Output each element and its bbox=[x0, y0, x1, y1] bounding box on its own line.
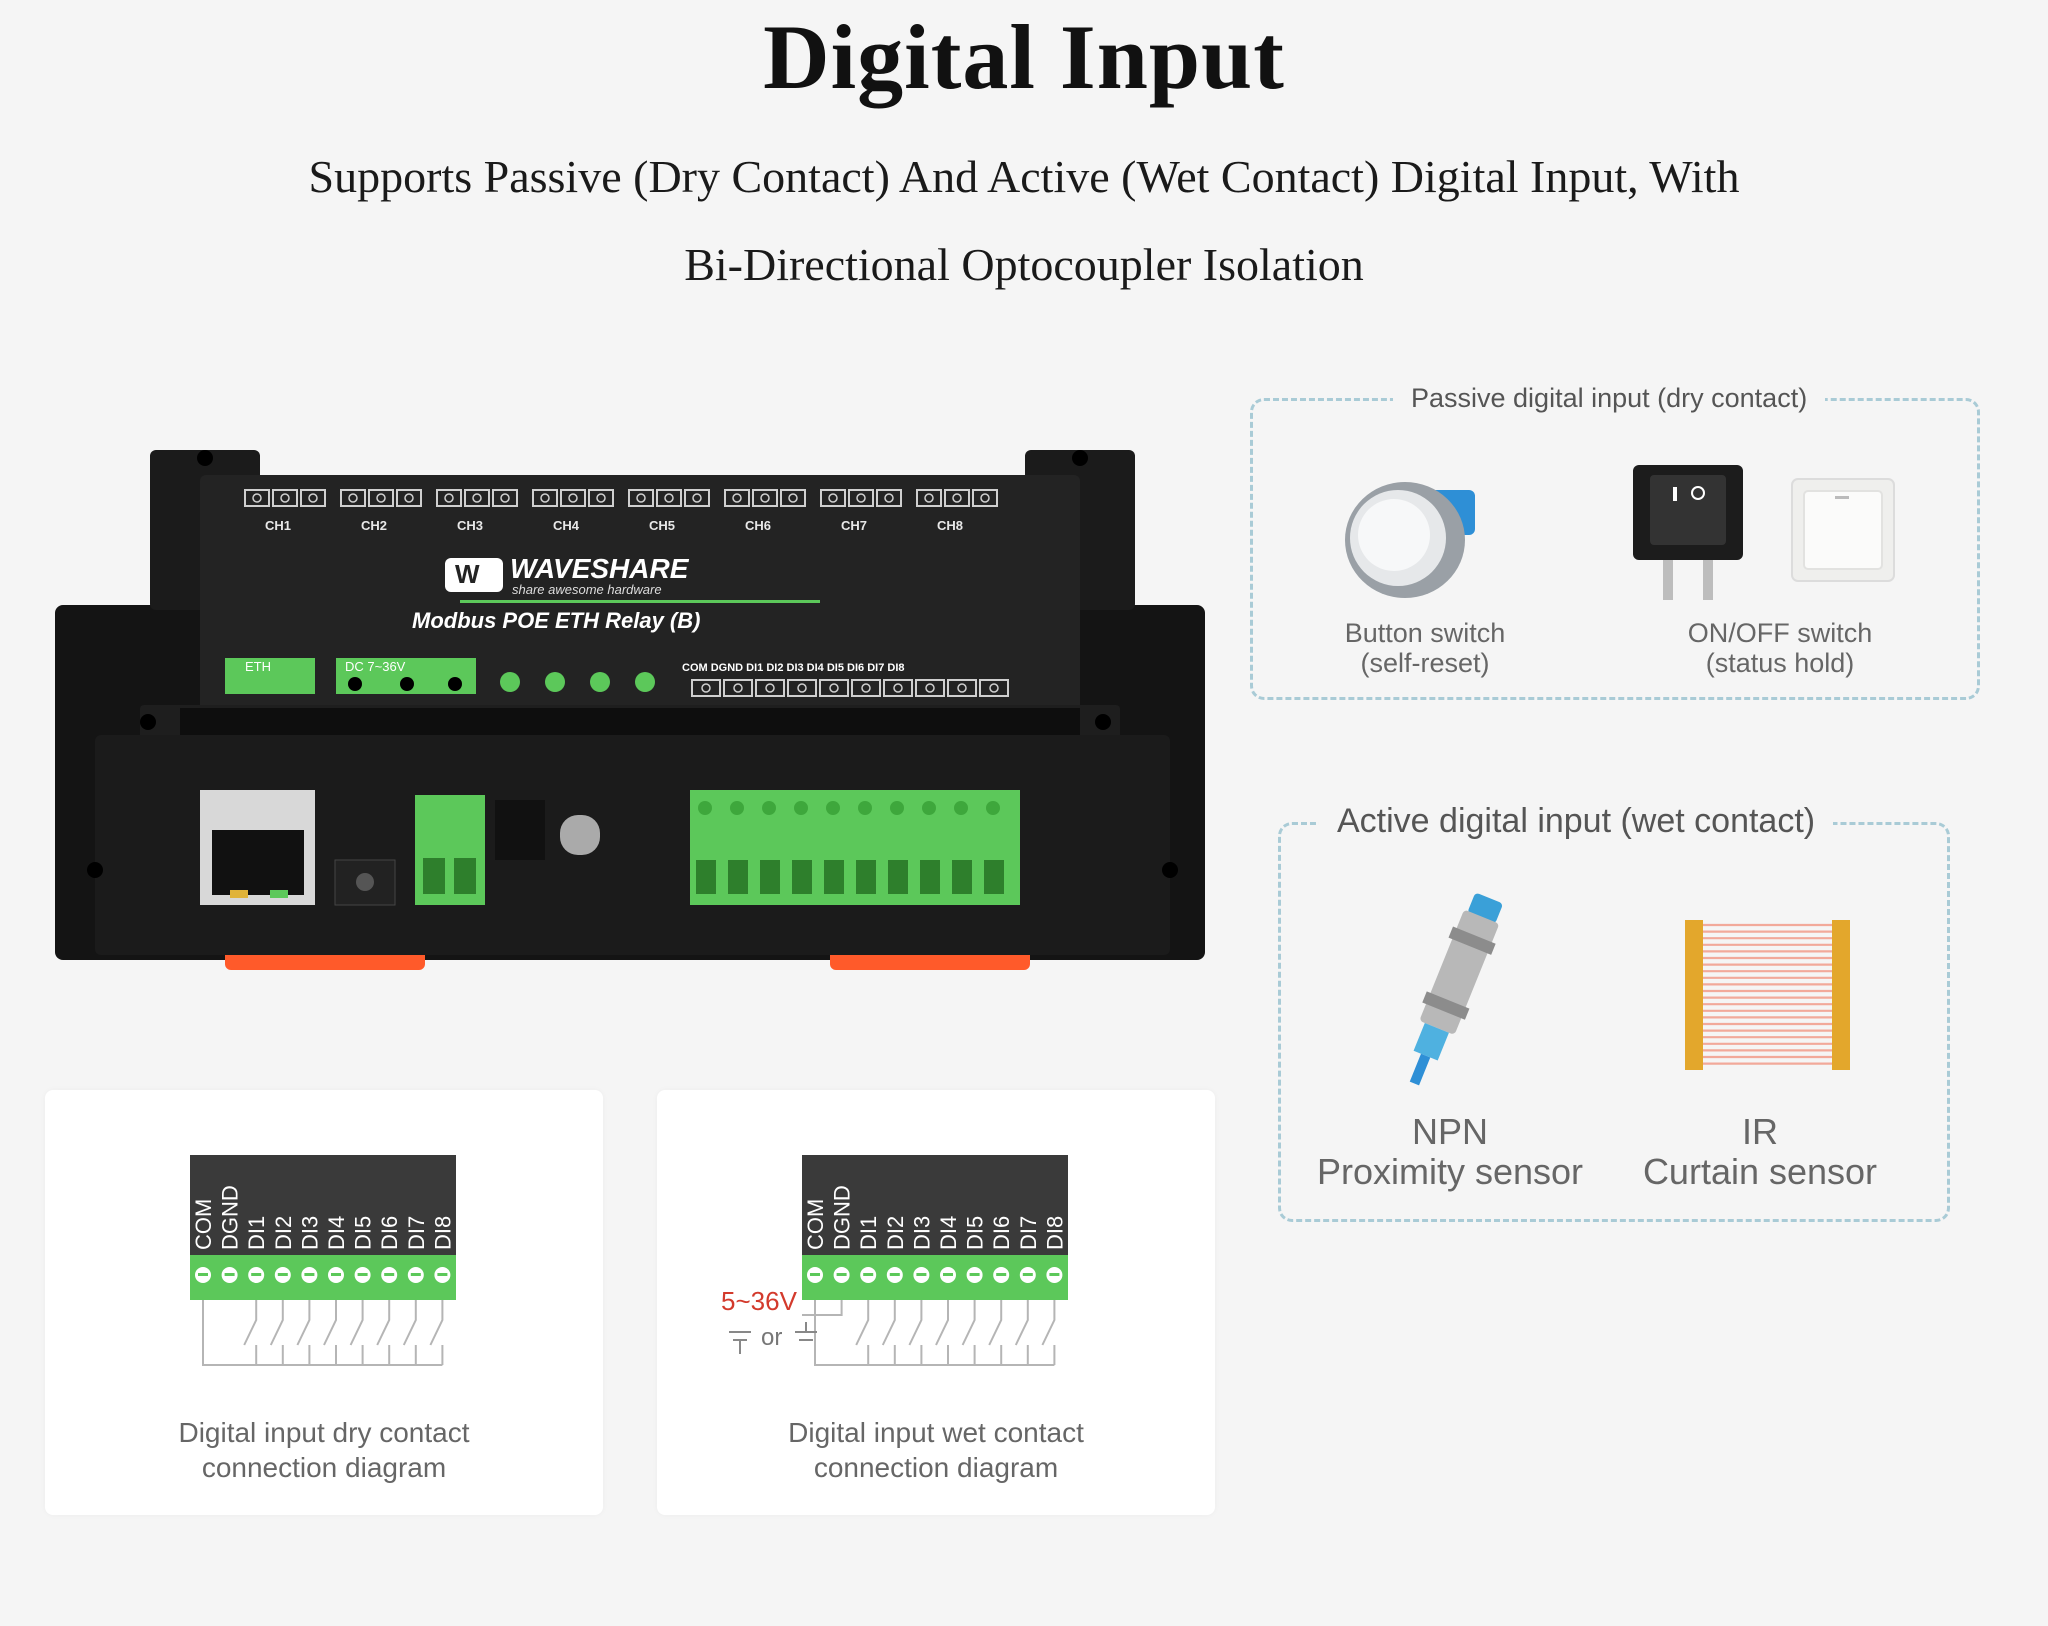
terminal-label: DGND bbox=[218, 1185, 243, 1250]
device-model: Modbus POE ETH Relay (B) bbox=[412, 608, 700, 633]
wall-switch-icon bbox=[1791, 478, 1895, 582]
terminal-label: DGND bbox=[830, 1185, 855, 1250]
terminal-label: DI5 bbox=[351, 1216, 376, 1250]
terminal-label: DI4 bbox=[324, 1216, 349, 1250]
terminal-label: DI7 bbox=[1016, 1216, 1041, 1250]
terminal-label: DI7 bbox=[404, 1216, 429, 1250]
di-terminal-block-front bbox=[690, 790, 1020, 905]
power-label: DC 7~36V bbox=[345, 659, 406, 674]
eth-label: ETH bbox=[245, 659, 271, 674]
status-led bbox=[500, 672, 520, 692]
relay-terminal-strip bbox=[244, 489, 998, 507]
status-led bbox=[545, 672, 565, 692]
page-subtitle-line2: Bi-Directional Optocoupler Isolation bbox=[684, 239, 1364, 290]
wet-voltage-label: 5~36V bbox=[721, 1286, 797, 1316]
terminal-label: DI6 bbox=[377, 1216, 402, 1250]
npn-sensor-caption: NPN bbox=[1411, 1111, 1488, 1152]
passive-group-legend: Passive digital input (dry contact) bbox=[1393, 379, 1826, 417]
channel-label: CH6 bbox=[745, 518, 771, 533]
or-text: or bbox=[761, 1324, 783, 1351]
terminal-label: DI6 bbox=[989, 1216, 1014, 1250]
wet-diagram-subcaption: connection diagram bbox=[813, 1452, 1059, 1483]
terminal-label: DI2 bbox=[883, 1216, 908, 1250]
button-switch-caption: Button switch bbox=[1344, 618, 1506, 648]
active-group-legend: Active digital input (wet contact) bbox=[1319, 799, 1834, 843]
ir-sensor-subcaption: Curtain sensor bbox=[1642, 1151, 1878, 1192]
onoff-switch-caption: ON/OFF switch bbox=[1687, 618, 1873, 648]
npn-sensor-subcaption: Proximity sensor bbox=[1316, 1151, 1584, 1192]
onoff-switch-subcaption: (status hold) bbox=[1705, 648, 1855, 678]
channel-label: CH4 bbox=[553, 518, 580, 533]
device-brand: WAVESHARE bbox=[510, 553, 690, 584]
wet-diagram-caption: Digital input wet contact bbox=[788, 1417, 1084, 1448]
button-switch-subcaption: (self-reset) bbox=[1360, 648, 1490, 678]
proximity-sensor-icon bbox=[1409, 893, 1503, 1086]
dc-source-icon bbox=[729, 1322, 817, 1354]
status-led bbox=[590, 672, 610, 692]
terminal-label: DI8 bbox=[430, 1216, 455, 1250]
svg-text:W: W bbox=[455, 559, 480, 589]
di-terminal-header: COM DGND DI1 DI2 DI3 DI4 DI5 DI6 DI7 DI8 bbox=[682, 662, 905, 674]
waveshare-logo-icon bbox=[445, 558, 503, 592]
device-top-panel bbox=[200, 475, 1080, 737]
device-tagline: share awesome hardware bbox=[512, 582, 662, 597]
channel-label: CH2 bbox=[361, 518, 387, 533]
terminal-label: DI5 bbox=[963, 1216, 988, 1250]
dry-diagram-caption: Digital input dry contact bbox=[178, 1417, 470, 1448]
terminal-label: DI1 bbox=[244, 1216, 269, 1250]
channel-label: CH8 bbox=[937, 518, 963, 533]
relay-device-image: CH1 CH2 CH3 CH4 CH5 CH6 CH7 CH8 W WAVESHARE sha… bbox=[55, 450, 1205, 970]
channel-label: CH1 bbox=[265, 518, 291, 533]
active-input-group: Active digital input (wet contact) bbox=[1278, 799, 1950, 1222]
channel-label: CH3 bbox=[457, 518, 483, 533]
rocker-switch-icon bbox=[1633, 465, 1743, 600]
channel-label: CH5 bbox=[649, 518, 675, 533]
terminal-label: DI2 bbox=[271, 1216, 296, 1250]
terminal-label: DI8 bbox=[1042, 1216, 1067, 1250]
terminal-label: COM bbox=[803, 1199, 828, 1250]
ir-sensor-caption: IR bbox=[1742, 1111, 1778, 1152]
channel-label: CH7 bbox=[841, 518, 867, 533]
terminal-label: DI3 bbox=[909, 1216, 934, 1250]
status-led bbox=[635, 672, 655, 692]
page-subtitle-line1: Supports Passive (Dry Contact) And Activ… bbox=[308, 151, 1740, 202]
terminal-label: COM bbox=[191, 1199, 216, 1250]
button-switch-icon bbox=[1345, 482, 1475, 598]
terminal-label: DI3 bbox=[297, 1216, 322, 1250]
dry-diagram-subcaption: connection diagram bbox=[201, 1452, 447, 1483]
terminal-label: DI4 bbox=[936, 1216, 961, 1250]
ir-curtain-sensor-icon bbox=[1685, 920, 1850, 1070]
page-title: Digital Input bbox=[763, 6, 1285, 108]
terminal-label: DI1 bbox=[856, 1216, 881, 1250]
